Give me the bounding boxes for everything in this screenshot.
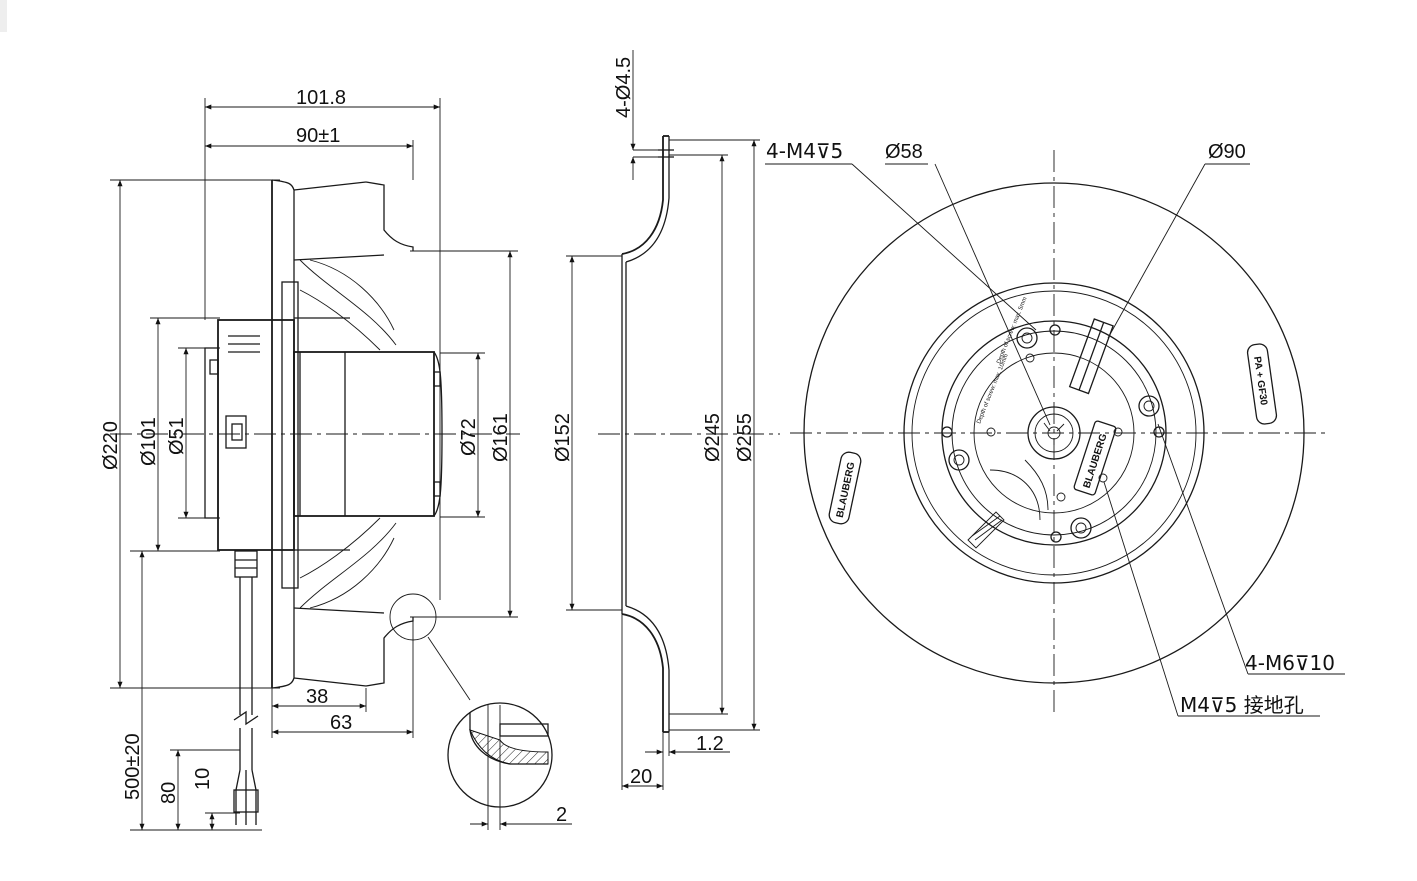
dim-inlet-throat: Ø152	[552, 413, 574, 462]
dim-dia-hub: Ø101	[138, 417, 160, 466]
label-ground-hole: M4⊽5 接地孔	[1180, 693, 1304, 717]
front-view: BLAUBERG BLAUBERG PA + GF30 Depth of scr…	[765, 139, 1345, 717]
impeller-outer-circle	[803, 182, 1305, 684]
label-thread-small: 4-M4⊽5	[766, 139, 843, 163]
cable-channel	[1068, 318, 1114, 395]
label-thread-large: 4-M6⊽10	[1245, 651, 1335, 675]
dim-inlet-holes: 4-Ø4.5	[613, 57, 635, 118]
dim-dia-motor: Ø72	[458, 418, 480, 456]
label-pcd-small: Ø58	[885, 141, 923, 163]
hub-circle	[1027, 406, 1081, 460]
window-corner	[0, 0, 7, 32]
dim-detail-gap: 2	[556, 804, 567, 826]
material-plate: PA + GF30	[1246, 343, 1278, 425]
dim-dia-inlet: Ø161	[490, 413, 512, 462]
detail-callout-circle	[389, 593, 437, 641]
impeller-inner-circle	[903, 282, 1205, 584]
dim-inlet-flange-inner: Ø245	[702, 413, 724, 462]
dim-dia-outer: Ø220	[100, 421, 122, 470]
dim-cable-strip: 80	[158, 782, 180, 804]
dim-dia-mount: Ø51	[166, 417, 188, 455]
m4-holes	[941, 324, 1165, 543]
left-brand-plate: BLAUBERG	[828, 451, 862, 525]
screw-depth-label-b: Depth of screw: max. 10mm	[976, 353, 1010, 425]
side-view: 101.8 90±1 Ø220 Ø101 Ø51 Ø72 Ø161 38 63 …	[100, 87, 572, 831]
dim-offset-a: 38	[306, 686, 328, 708]
terminal-block	[967, 459, 1049, 549]
dim-width-overall: 101.8	[296, 87, 346, 109]
m6-bosses	[948, 327, 1160, 539]
dim-inlet-thickness: 1.2	[696, 733, 724, 755]
dim-inlet-flange-outer: Ø255	[734, 413, 756, 462]
dim-inlet-depth: 20	[630, 766, 652, 788]
dim-offset-b: 63	[330, 712, 352, 734]
label-pcd-large: Ø90	[1208, 141, 1246, 163]
dim-cable-end: 10	[192, 768, 214, 790]
dim-width-body: 90±1	[296, 125, 340, 147]
inlet-view: 4-Ø4.5 Ø152 Ø245 Ø255 1.2 20	[552, 50, 780, 790]
screw-depth-label-a: Depth of screw: max. 5mm	[996, 296, 1028, 364]
dim-cable-length: 500±20	[122, 733, 144, 800]
